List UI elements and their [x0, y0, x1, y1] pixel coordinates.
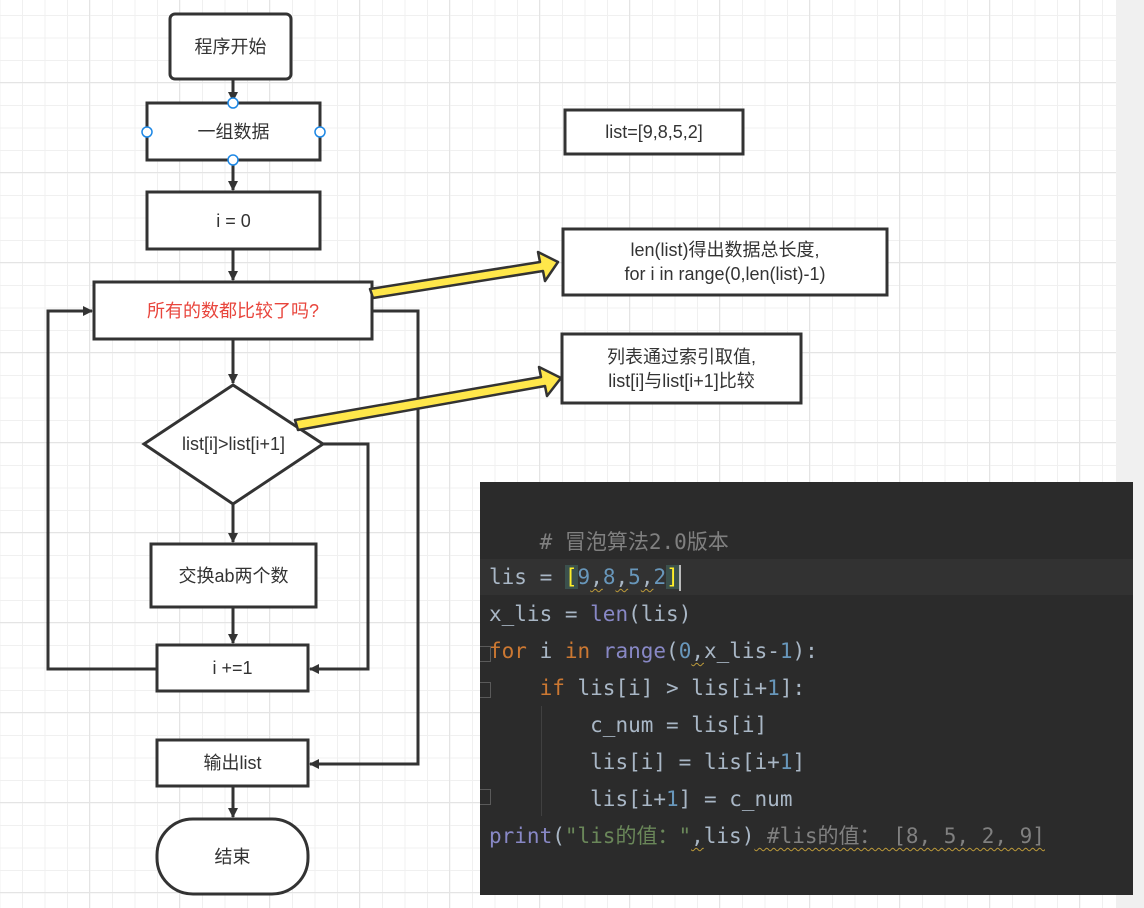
code-keyword: in [564, 639, 591, 663]
code-arg: lis [640, 602, 679, 626]
code-line-10[interactable]: print("lis的值：",lis) #lis的值： [8, 5, 2, 9] [489, 818, 1045, 854]
index-note-label: 列表通过索引取值, list[i]与list[i+1]比较 [606, 346, 756, 391]
code-line-6[interactable]: if lis[i] > lis[i+1]: [489, 670, 806, 706]
fold-icon[interactable] [480, 646, 491, 662]
code-punct: , [691, 824, 704, 848]
range-note-label: len(list)得出数据总长度, for i in range(0,len(l… [624, 240, 826, 284]
code-line-2[interactable] [489, 524, 540, 560]
code-string: "lis的值：" [564, 824, 692, 848]
code-indent [489, 676, 540, 700]
code-line-1[interactable]: # 冒泡算法2.0版本 [489, 488, 729, 554]
output-node[interactable] [155, 738, 310, 788]
list-def-box[interactable] [563, 108, 745, 156]
code-num: 5 [628, 565, 641, 589]
code-expr: lis[i+ [590, 787, 667, 811]
code-punct: ]: [779, 676, 806, 700]
selection-handle-bottom[interactable] [227, 154, 239, 166]
code-editor[interactable]: # 冒泡算法2.0版本 lis = [9,8,5,2] x_lis = len(… [480, 482, 1133, 895]
list-def-label: list=[9,8,5,2] [605, 122, 703, 142]
fold-end-icon[interactable] [480, 789, 491, 805]
code-bracket: ] [666, 565, 679, 589]
code-builtin: print [489, 824, 553, 848]
end-node[interactable] [155, 817, 310, 896]
code-num: 9 [577, 565, 591, 589]
data-input-label: 一组数据 [197, 121, 270, 142]
arrow-increment-loop-back [46, 306, 157, 671]
code-expr: lis[i] > lis[i+ [564, 676, 768, 700]
text-caret [678, 565, 681, 591]
selection-handle-right[interactable] [314, 126, 326, 138]
output-label: 输出list [203, 753, 262, 773]
code-num: 1 [779, 750, 793, 774]
code-op: = [552, 602, 591, 626]
code-var: lis [489, 565, 527, 589]
indent-guide [541, 706, 542, 816]
code-bracket: [ [564, 565, 578, 589]
code-line-7[interactable]: c_num = lis[i] [489, 707, 767, 743]
highlight-arrow-range [368, 250, 560, 300]
code-keyword: if [539, 676, 565, 700]
code-num: 2 [653, 565, 667, 589]
arrow-compare-false-to-increment [309, 442, 370, 674]
code-punct: ] [792, 750, 806, 774]
current-line-highlight [480, 559, 1133, 595]
code-indent [489, 713, 590, 737]
code-keyword: for [489, 639, 527, 663]
code-var: x_lis [489, 602, 553, 626]
code-line-5[interactable]: for i in range(0,x_lis-1): [489, 639, 818, 663]
code-expr: c_num = lis[i] [590, 713, 768, 737]
code-op: = [526, 565, 565, 589]
start-node[interactable] [168, 12, 293, 81]
code-line-8[interactable]: lis[i] = lis[i+1] [489, 744, 805, 780]
code-punct: ): [792, 639, 818, 663]
code-expr: ] = c_num [678, 787, 793, 811]
code-arg: lis [703, 824, 742, 848]
code-var: i [526, 639, 565, 663]
highlight-arrow-index [293, 365, 563, 432]
increment-node[interactable] [155, 643, 310, 693]
compare-label: list[i]>list[i+1] [181, 434, 286, 454]
code-num: 1 [767, 676, 780, 700]
init-label: i = 0 [216, 210, 251, 231]
code-num: 1 [666, 787, 679, 811]
selection-handle-top[interactable] [227, 97, 239, 109]
code-arg: x_lis- [704, 639, 780, 663]
range-note-box[interactable] [561, 227, 889, 297]
code-punct: ) [741, 824, 755, 848]
code-comment: # 冒泡算法2.0版本 [539, 530, 729, 554]
code-punct: ( [552, 824, 565, 848]
code-num: 0 [678, 639, 692, 663]
arrow-check-done-to-output [309, 309, 420, 769]
end-label: 结束 [214, 846, 251, 867]
code-indent [489, 750, 590, 774]
code-line-9[interactable]: lis[i+1] = c_num [489, 781, 792, 817]
code-line-4[interactable]: x_lis = len(lis) [489, 602, 692, 626]
code-indent [489, 787, 590, 811]
increment-label: i +=1 [212, 658, 253, 678]
swap-node[interactable] [149, 542, 318, 609]
fold-icon[interactable] [480, 682, 491, 698]
code-num: 8 [602, 565, 616, 589]
code-line-3[interactable]: lis = [9,8,5,2] [489, 565, 681, 591]
code-num: 1 [779, 639, 793, 663]
code-expr: lis[i] = lis[i+ [590, 750, 780, 774]
swap-label: 交换ab两个数 [178, 565, 289, 586]
start-label: 程序开始 [194, 36, 267, 57]
index-note-box[interactable] [560, 332, 803, 405]
code-comment: #lis的值： [8, 5, 2, 9] [754, 824, 1045, 848]
code-builtin: len [590, 602, 629, 626]
selection-handle-left[interactable] [141, 126, 153, 138]
code-builtin: range [590, 639, 667, 663]
loop-check-label: 所有的数都比较了吗? [146, 300, 319, 321]
